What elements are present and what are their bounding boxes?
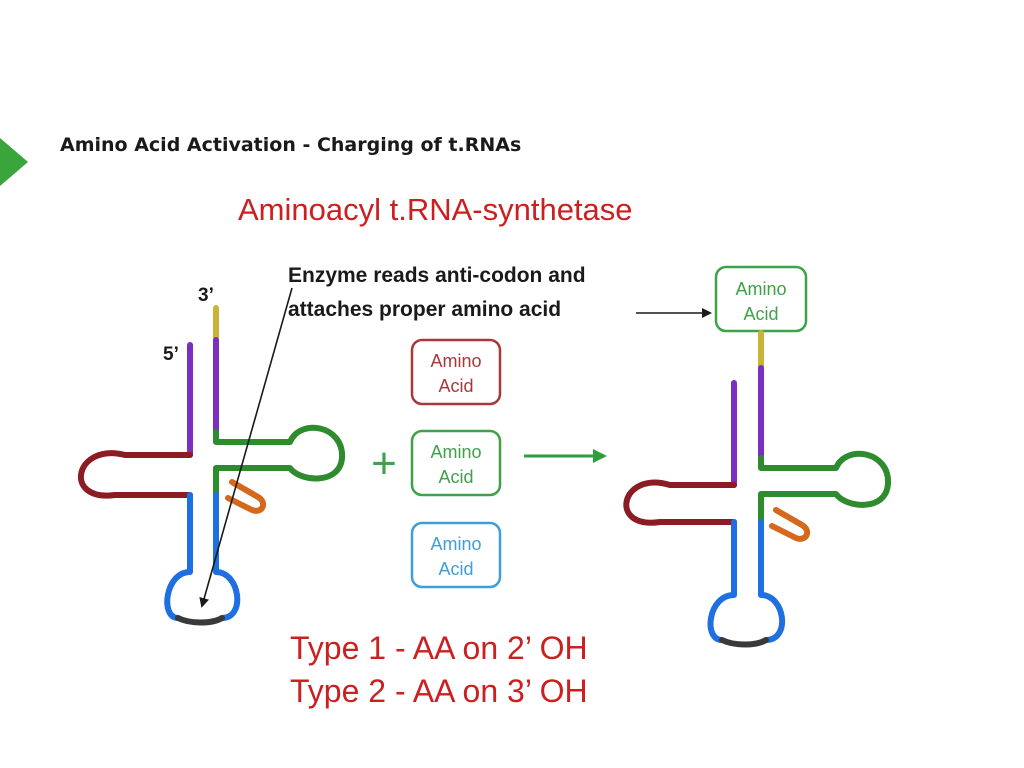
charged-d-arm <box>623 479 737 526</box>
trna-charged <box>623 330 892 648</box>
svg-text:Amino: Amino <box>430 351 481 371</box>
type-2-note: Type 2 - AA on 3’ OH <box>290 673 588 709</box>
anticodon-pointer-arrow <box>199 287 293 608</box>
anticodon-loop <box>175 615 225 626</box>
charged-anticodon-loop <box>719 637 769 648</box>
five-prime-label: 5’ <box>163 344 179 365</box>
charged-t-arm <box>758 450 892 525</box>
type-1-note: Type 1 - AA on 2’ OH <box>290 630 588 666</box>
svg-text:Amino: Amino <box>735 279 786 299</box>
caption-line-2: attaches proper amino acid <box>288 298 561 321</box>
caption-line-1: Enzyme reads anti-codon and <box>288 264 586 287</box>
t-arm <box>213 424 346 498</box>
amino-acid-box-maroon: Amino Acid <box>410 338 502 406</box>
three-prime-label: 3’ <box>198 285 214 306</box>
svg-text:Amino: Amino <box>430 442 481 462</box>
enzyme-name: Aminoacyl t.RNA-synthetase <box>238 192 633 227</box>
slide-marker-arrow <box>0 138 28 186</box>
svg-text:Acid: Acid <box>438 376 473 396</box>
plus-sign: + <box>371 439 397 488</box>
trna-uncharged <box>77 305 346 626</box>
svg-text:Acid: Acid <box>743 304 778 324</box>
charged-variable-loop <box>769 507 811 542</box>
amino-acid-box-blue: Amino Acid <box>410 521 502 589</box>
d-arm <box>77 450 193 499</box>
slide-title: Amino Acid Activation - Charging of t.RN… <box>60 134 522 156</box>
anticodon-arm <box>164 492 241 621</box>
svg-text:Acid: Acid <box>438 559 473 579</box>
svg-text:Amino: Amino <box>430 534 481 554</box>
svg-text:Acid: Acid <box>438 467 473 487</box>
variable-loop <box>225 479 267 514</box>
charged-amino-acid-box: Amino Acid <box>714 265 808 333</box>
charged-anticodon-arm <box>707 519 785 643</box>
amino-acid-box-green: Amino Acid <box>410 429 502 497</box>
